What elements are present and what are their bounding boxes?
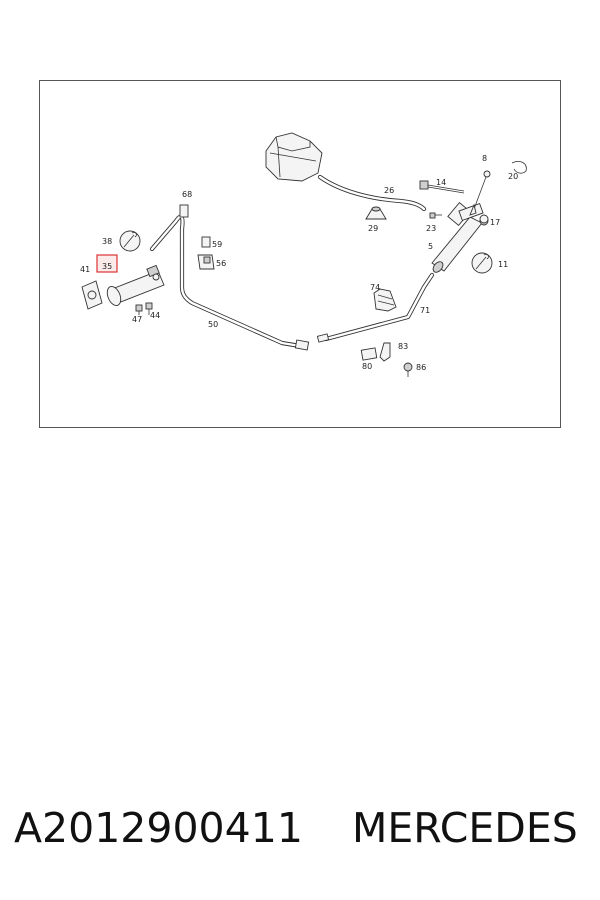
callout-38[interactable]: 38 xyxy=(102,237,112,246)
exploded-view: 8 20 14 26 17 23 29 5 11 68 59 56 38 35 … xyxy=(80,132,527,377)
washer-17 xyxy=(479,214,489,224)
callout-74[interactable]: 74 xyxy=(370,283,380,292)
callout-26[interactable]: 26 xyxy=(384,186,394,195)
clamp-59 xyxy=(201,236,211,248)
screw-86 xyxy=(403,362,413,377)
bolt-47 xyxy=(135,304,143,315)
brand-name: MERCEDES xyxy=(352,804,578,852)
pressure-line-71 xyxy=(316,272,435,343)
callout-17[interactable]: 17 xyxy=(490,218,500,227)
wrench-icon-38 xyxy=(119,230,141,252)
grommet-29 xyxy=(365,206,387,220)
callout-8[interactable]: 8 xyxy=(482,154,487,163)
callout-50[interactable]: 50 xyxy=(208,320,218,329)
bolt-23 xyxy=(429,212,442,219)
pressure-line-50 xyxy=(149,214,310,351)
callout-11[interactable]: 11 xyxy=(498,260,508,269)
product-caption: A2012900411 MERCEDES xyxy=(14,804,594,860)
bolt-14 xyxy=(419,180,465,194)
bolt-44 xyxy=(145,302,153,315)
fluid-reservoir xyxy=(265,132,323,182)
reservoir-hose xyxy=(317,174,427,212)
callout-59[interactable]: 59 xyxy=(212,240,222,249)
bracket-56 xyxy=(197,254,215,270)
callout-47[interactable]: 47 xyxy=(132,315,142,324)
callout-5[interactable]: 5 xyxy=(428,242,433,251)
gasket-41 xyxy=(81,280,103,310)
callout-56[interactable]: 56 xyxy=(216,259,226,268)
callout-86[interactable]: 86 xyxy=(416,363,426,372)
callout-68[interactable]: 68 xyxy=(182,190,192,199)
slave-cylinder xyxy=(106,264,165,306)
callout-83[interactable]: 83 xyxy=(398,342,408,351)
callout-44[interactable]: 44 xyxy=(150,311,160,320)
bracket-83 xyxy=(379,342,391,362)
clip-20 xyxy=(511,161,527,174)
clip-68 xyxy=(179,204,189,218)
callout-71[interactable]: 71 xyxy=(420,306,430,315)
callout-41[interactable]: 41 xyxy=(80,265,90,274)
part-number: A2012900411 xyxy=(14,804,303,852)
parts-diagram: 8 20 14 26 17 23 29 5 11 68 59 56 38 35 … xyxy=(39,80,561,428)
clamp-80 xyxy=(360,347,378,361)
selected-part-highlight xyxy=(96,254,118,273)
callout-23[interactable]: 23 xyxy=(426,224,436,233)
dust-boot-74 xyxy=(373,288,397,312)
pushrod-8 xyxy=(469,170,491,216)
callout-29[interactable]: 29 xyxy=(368,224,378,233)
callout-14[interactable]: 14 xyxy=(436,178,446,187)
wrench-icon-11 xyxy=(471,252,493,274)
callout-20[interactable]: 20 xyxy=(508,172,518,181)
callout-80[interactable]: 80 xyxy=(362,362,372,371)
callout-35[interactable]: 35 xyxy=(102,262,112,271)
